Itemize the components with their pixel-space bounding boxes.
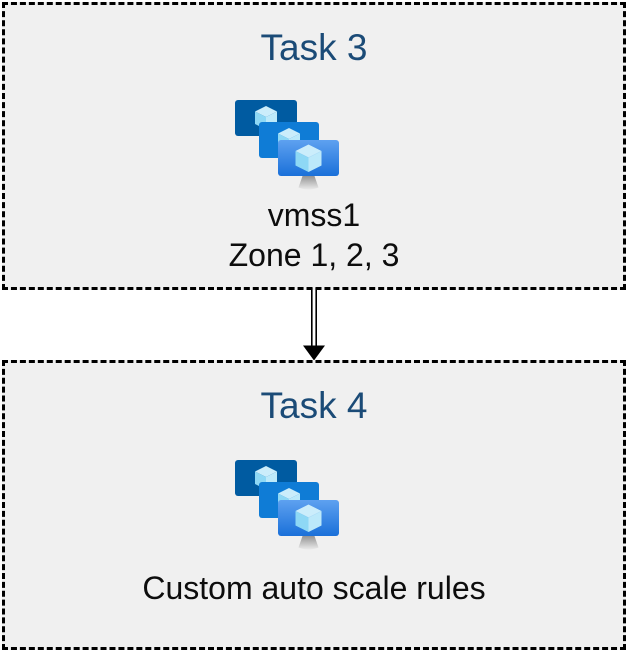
- vm-scale-sets-icon-shape: [235, 100, 339, 190]
- vm-scale-sets-icon: [235, 100, 339, 190]
- autoscale-rules-label: Custom auto scale rules: [142, 570, 486, 606]
- task3-box: Task 3 vmss1 Zone 1, 2, 3: [2, 2, 626, 290]
- vm-scale-sets-icon-shape: [235, 460, 339, 550]
- vm-scale-sets-icon: [235, 460, 339, 550]
- zones-label: Zone 1, 2, 3: [228, 237, 400, 273]
- task3-label: vmss1 Zone 1, 2, 3: [5, 195, 623, 275]
- vmss-name-label: vmss1: [267, 197, 361, 233]
- task4-label: Custom auto scale rules: [5, 568, 623, 608]
- down-arrow-connector: [303, 288, 325, 361]
- task4-box: Task 4 Custom auto scale rules: [2, 360, 626, 650]
- arrow-head: [303, 345, 325, 361]
- task3-title: Task 3: [260, 27, 368, 68]
- task4-title: Task 4: [260, 385, 368, 426]
